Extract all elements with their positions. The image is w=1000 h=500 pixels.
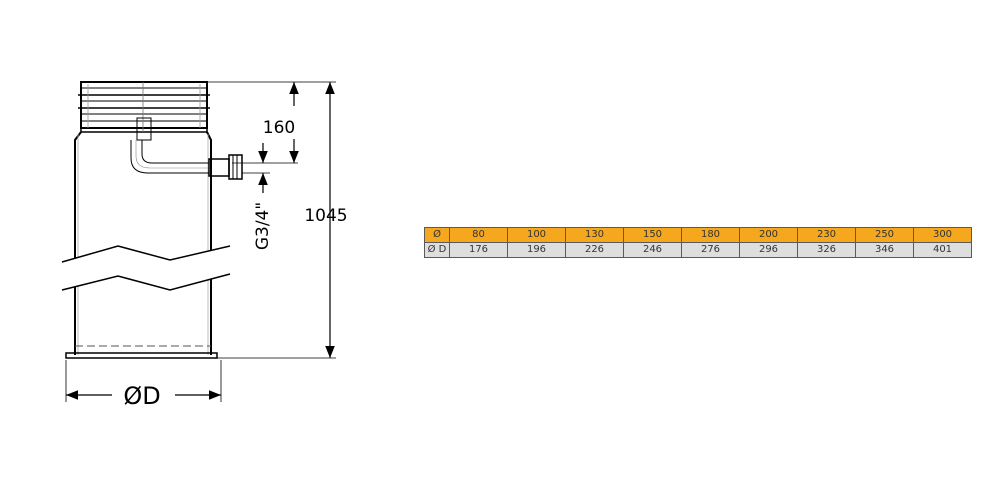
table-cell: 80 [449,227,508,243]
break-symbol [61,245,231,291]
table-cell: 180 [681,227,740,243]
table-cell: 250 [855,227,914,243]
extension-lines [65,81,336,402]
table-cell: 246 [623,242,682,258]
table-cell: 230 [797,227,856,243]
diameter-table: Ø 80 100 130 150 180 200 230 250 300 Ø D… [424,227,972,258]
table-row-outer-diameter: Ø D 176 196 226 246 276 296 326 346 401 [424,242,972,258]
condensate-outlet [130,117,243,180]
pipe-top-socket [78,81,210,133]
table-cell: 176 [449,242,508,258]
table-cell: 326 [797,242,856,258]
table-cell: 401 [913,242,972,258]
table-row-header: Ø [424,227,450,243]
dimension-diameter-label: ØD [123,382,160,410]
table-cell: 300 [913,227,972,243]
pipe-section-drawing: 160 1045 G3/4" ØD [61,81,348,410]
table-cell: 130 [565,227,624,243]
dimension-g34-label: G3/4" [253,202,273,250]
dimension-160-label: 160 [263,118,295,138]
table-row-nominal-diameter: Ø 80 100 130 150 180 200 230 250 300 [424,227,972,243]
table-cell: 150 [623,227,682,243]
table-cell: 100 [507,227,566,243]
dimension-1045-label: 1045 [304,206,347,226]
pipe-body [65,131,218,359]
table-row-header: Ø D [424,242,450,258]
table-cell: 276 [681,242,740,258]
table-cell: 200 [739,227,798,243]
table-cell: 196 [507,242,566,258]
table-cell: 346 [855,242,914,258]
table-cell: 226 [565,242,624,258]
table-cell: 296 [739,242,798,258]
